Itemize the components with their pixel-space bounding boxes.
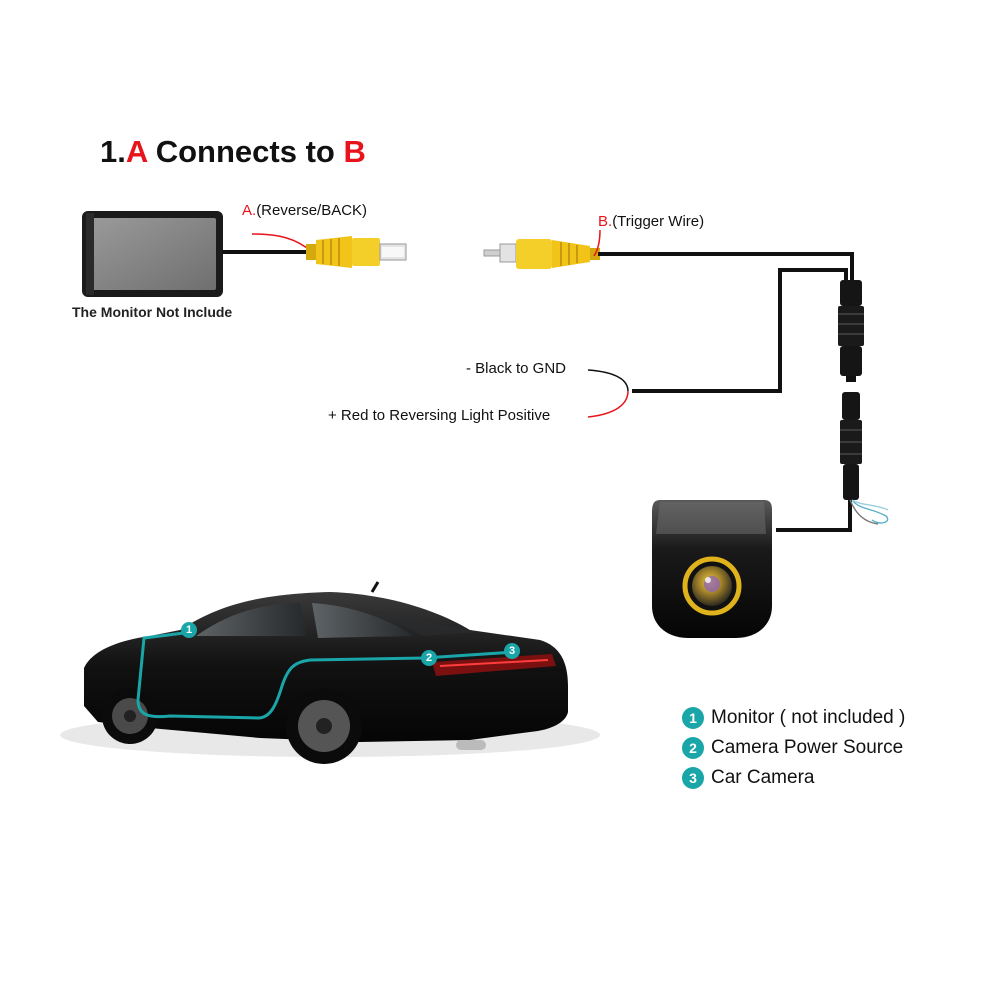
rca-female-connector-icon xyxy=(306,236,406,268)
camera-harness xyxy=(598,254,852,530)
legend-text: Car Camera xyxy=(711,767,814,789)
connector-a-text: (Reverse/BACK) xyxy=(256,202,367,219)
pointer-a xyxy=(252,234,312,252)
connector-a-label: A.(Reverse/BACK) xyxy=(242,202,367,220)
loose-wires-icon xyxy=(850,500,888,524)
legend-text: Monitor ( not included ) xyxy=(711,707,905,729)
rca-male-connector-icon xyxy=(484,239,600,269)
monitor-caption: The Monitor Not Include xyxy=(72,304,232,320)
legend-item-power: 2 Camera Power Source xyxy=(682,733,905,763)
connector-b-label: B.(Trigger Wire) xyxy=(598,213,704,231)
car-camera-icon xyxy=(652,500,772,638)
pointer-black xyxy=(588,370,628,391)
red-wire-label: + Red to Reversing Light Positive xyxy=(328,407,550,425)
connector-b-letter: B. xyxy=(598,213,612,230)
black-wire-label: - Black to GND xyxy=(466,360,566,378)
legend-number: 1 xyxy=(682,707,704,729)
legend-text: Camera Power Source xyxy=(711,737,903,759)
monitor-icon xyxy=(82,211,223,297)
car-illustration xyxy=(60,582,600,764)
legend: 1 Monitor ( not included ) 2 Camera Powe… xyxy=(682,703,905,793)
car-marker-monitor: 1 xyxy=(181,622,197,638)
pointer-red xyxy=(588,391,628,417)
connector-b-text: (Trigger Wire) xyxy=(612,213,704,230)
car-marker-camera: 3 xyxy=(504,643,520,659)
car-marker-power: 2 xyxy=(421,650,437,666)
connector-a-letter: A. xyxy=(242,202,256,219)
legend-number: 2 xyxy=(682,737,704,759)
legend-number: 3 xyxy=(682,767,704,789)
legend-item-monitor: 1 Monitor ( not included ) xyxy=(682,703,905,733)
legend-item-camera: 3 Car Camera xyxy=(682,763,905,793)
waterproof-connector-icon xyxy=(838,280,864,500)
